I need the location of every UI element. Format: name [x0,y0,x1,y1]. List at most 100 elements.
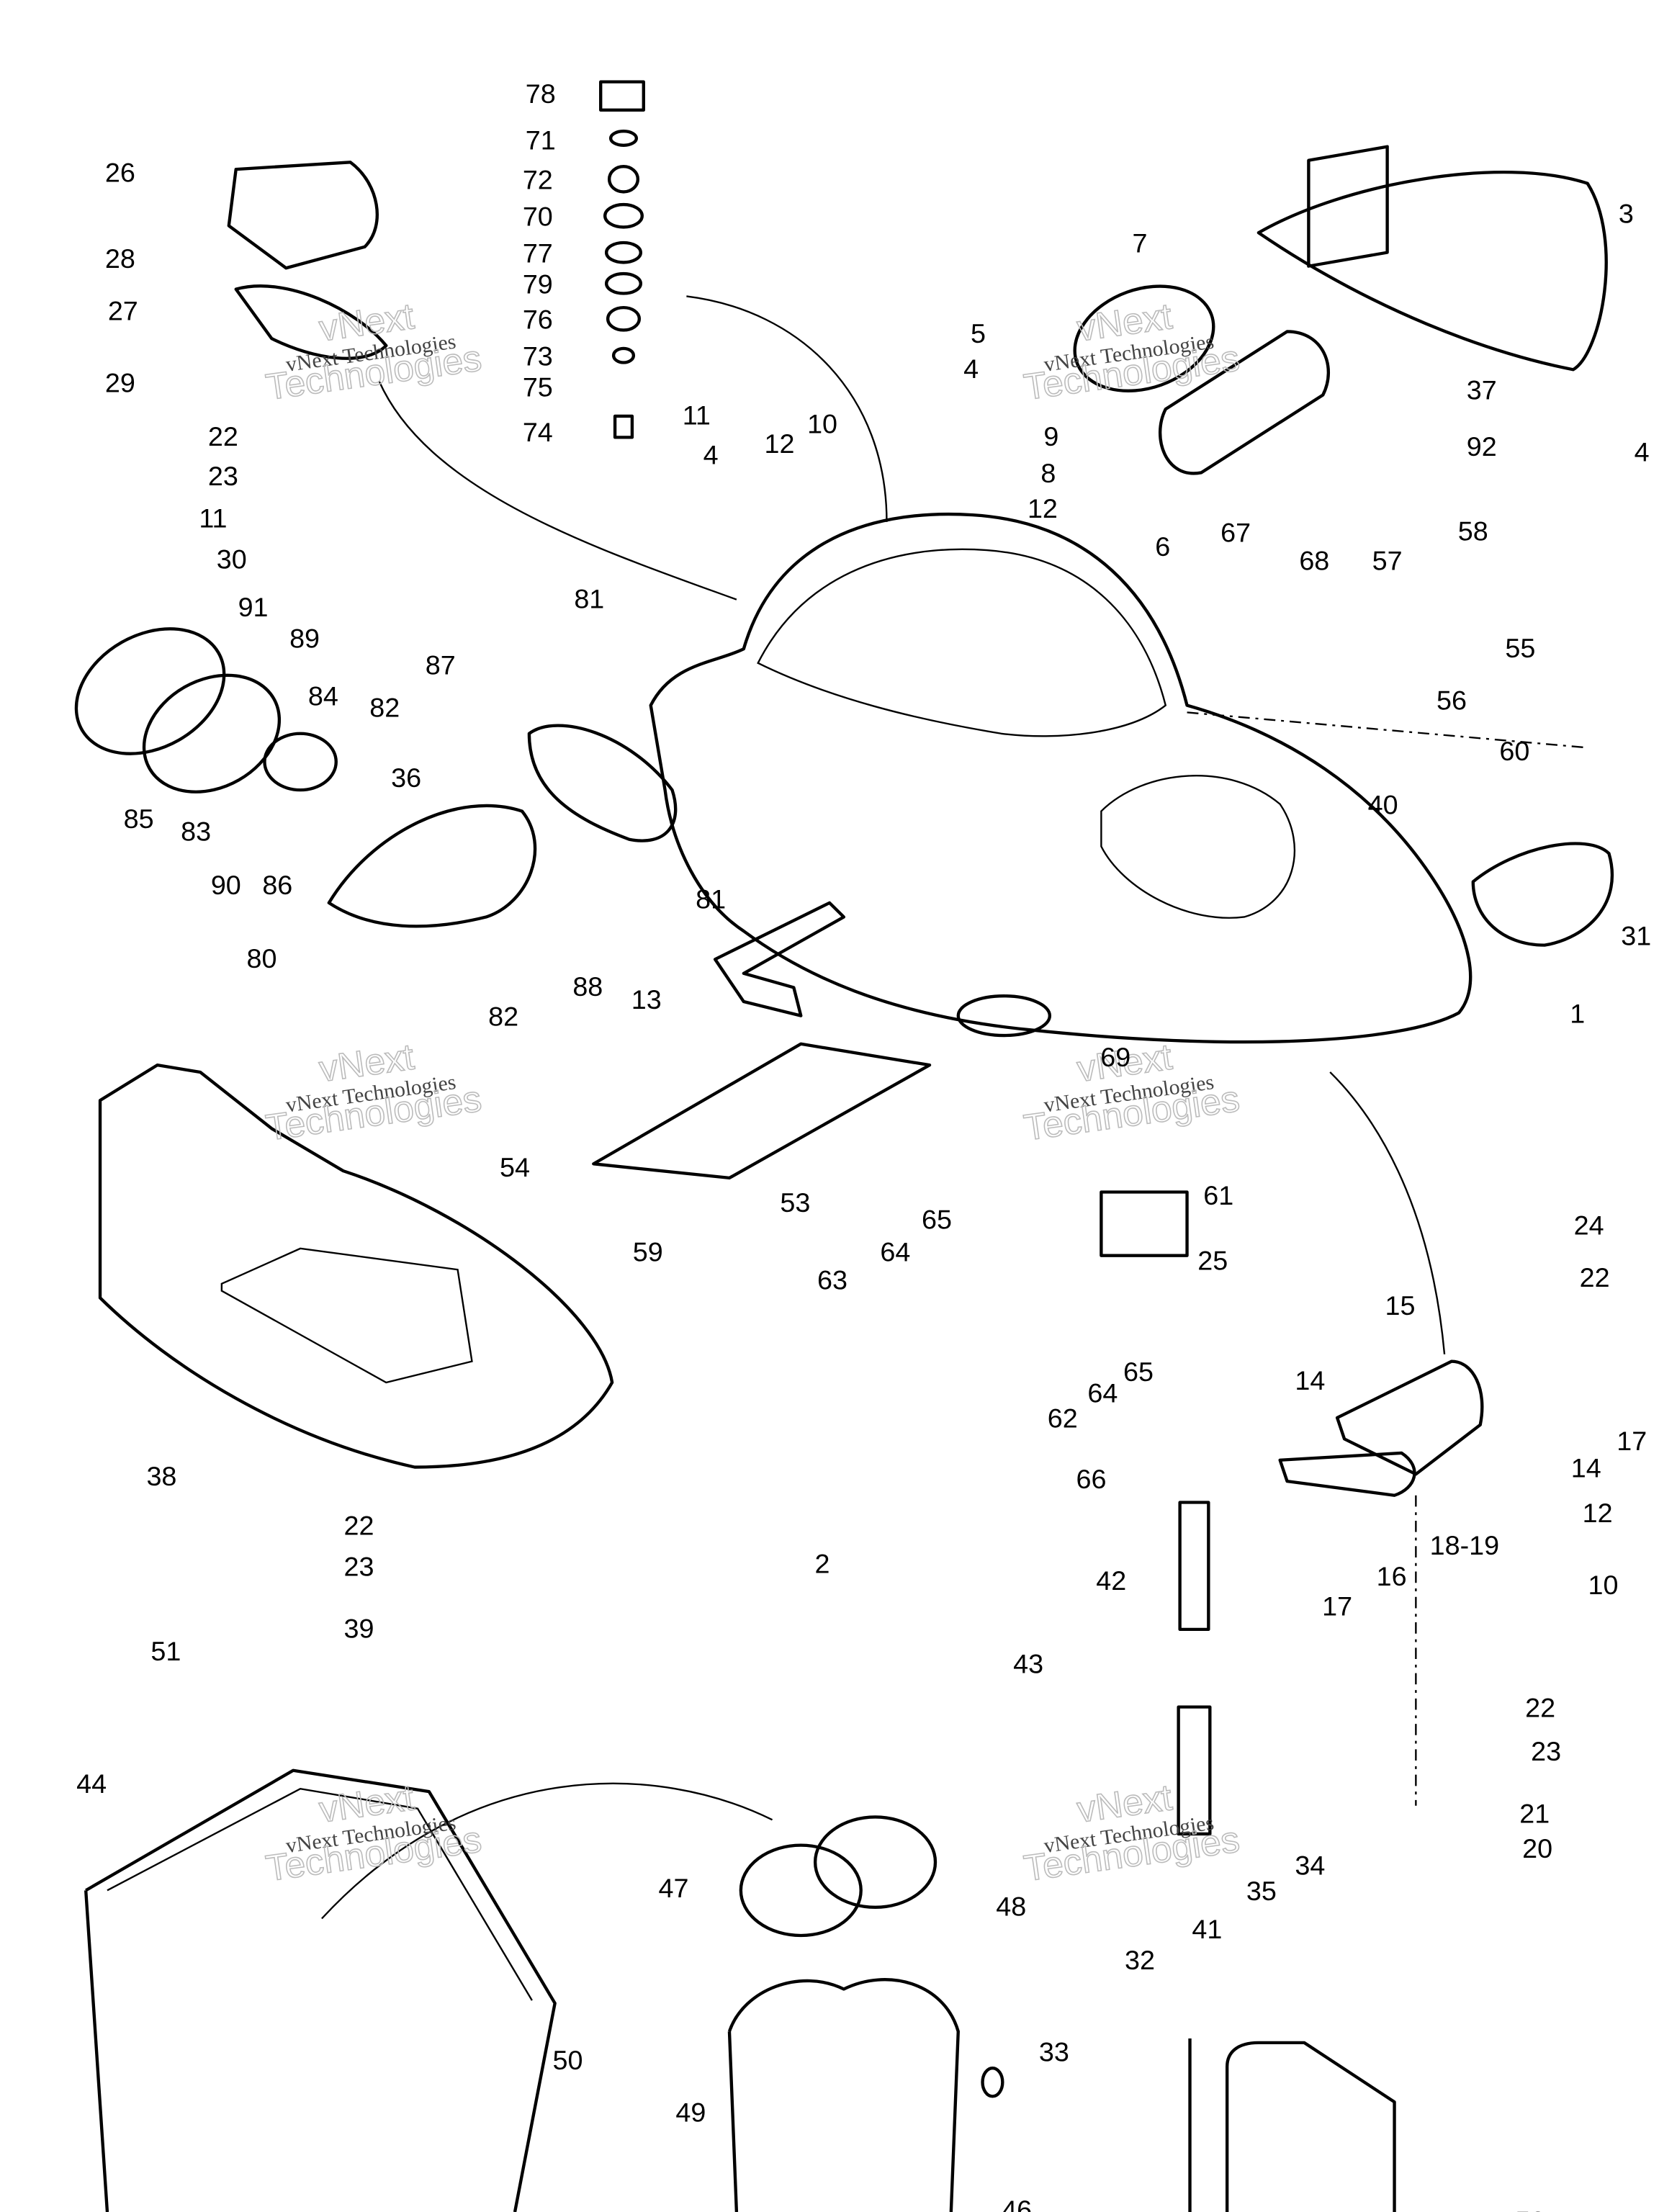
part-label: 81 [574,584,604,614]
part-label: 41 [1192,1914,1222,1944]
part-label: 75 [523,372,553,403]
part-label: 14 [1571,1452,1601,1483]
storage-bin-rim [107,1788,533,2001]
part-label: 39 [344,1614,374,1644]
part-label: 14 [1295,1365,1325,1395]
cap-part-48 [813,1815,938,1909]
windshield-part-3 [1256,170,1608,372]
part-label: 9 [1043,421,1058,451]
part-label: 4 [963,354,979,384]
part-label: 55 [1505,633,1535,663]
bracket-part-15 [1335,1359,1484,1476]
part-label: 12 [764,428,794,459]
part-label: 32 [1125,1945,1155,1975]
part-label: 6 [1155,531,1170,562]
module-part-61 [1100,1190,1189,1257]
part-label: 77 [523,238,553,269]
part-label: 68 [1299,546,1329,576]
vent-cover-part-85 [142,673,282,793]
gauge-housing-part-67 [1159,330,1330,475]
deck-storage-opening [1100,775,1296,919]
part-label: 5 [971,318,986,349]
part-label: 3 [1619,199,1634,229]
o-ring-part-91 [74,627,226,755]
part-label: 11 [683,400,711,431]
part-label: 73 [523,341,553,372]
part-label: 48 [996,1892,1026,1922]
grommet-part-69 [956,994,1052,1038]
part-label: 46 [1002,2195,1032,2212]
part-label: 70 [523,202,553,232]
part-label: 74 [523,417,553,447]
part-label: 36 [391,763,421,793]
part-label: 58 [1458,516,1488,547]
gauge-part-68 [1307,145,1389,268]
part-label: 18-19 [1430,1530,1499,1560]
part-label: 17 [1322,1591,1352,1621]
part-label: 79 [523,269,553,300]
part-label: 92 [1467,431,1497,462]
part-label: 63 [817,1265,848,1295]
cover-part-80 [327,804,537,928]
gauge-bezel-part-7 [1073,284,1215,392]
plate-part-54 [592,1042,932,1180]
tool-kit-part-52 [1225,2041,1396,2212]
part-label: 1 [1570,999,1585,1029]
part-label: 62 [1048,1403,1078,1434]
leader-arrow [321,1782,773,1920]
part-label: 23 [344,1552,374,1582]
part-label: 7 [1133,228,1148,258]
part-label: 82 [488,1002,518,1032]
part-label: 22 [208,421,238,451]
part-label: 28 [105,243,135,274]
part-label: 83 [181,817,211,847]
part-label: 13 [631,984,662,1015]
part-label: 76 [523,305,553,335]
vent-part-84 [263,732,338,792]
handle-part-13 [713,901,846,1017]
part-label: 21 [1519,1798,1550,1828]
part-label: 35 [1246,1876,1277,1906]
part-label: 64 [880,1237,910,1267]
part-label: 57 [1372,546,1403,576]
part-label: 50 [553,2045,583,2075]
part-label: 65 [1123,1357,1154,1387]
part-label: 24 [1574,1210,1604,1241]
key-stack [599,80,645,439]
part-label: 34 [1295,1851,1325,1881]
part-label: 64 [1087,1378,1118,1408]
part-label: 22 [1525,1693,1555,1723]
part-label: 22 [344,1511,374,1541]
deck-windshield-opening [757,548,1167,737]
part-label: 17 [1617,1426,1647,1456]
part-label: 81 [696,884,726,914]
part-label: 84 [308,681,338,711]
deck-part-1 [649,513,1473,1044]
part-label: 2 [815,1549,830,1579]
part-label: 90 [211,870,241,900]
part-label: 89 [289,623,320,653]
part-label: 47 [659,1873,689,1903]
leader-arrow [686,295,888,522]
part-label: 71 [526,125,556,156]
cover-part-31 [1471,842,1614,947]
part-drawings [74,80,1614,2212]
side-part-36 [527,724,678,842]
part-label: 44 [76,1768,107,1799]
part-label: 82 [369,692,400,722]
part-label: 26 [105,158,135,188]
part-label: 4 [1635,437,1650,467]
part-label: 88 [572,971,603,1002]
shock-part-41 [1177,1705,1212,1836]
part-label: 10 [807,409,837,439]
part-label: 53 [780,1187,810,1218]
part-label: 42 [1096,1565,1126,1596]
part-label: 61 [1203,1180,1233,1210]
part-label: 86 [262,870,292,900]
part-label: 4 [703,440,719,470]
leader-arrow [1329,1071,1446,1354]
part-label: 29 [105,368,135,398]
part-label: 20 [1522,1833,1552,1863]
part-label: 54 [500,1152,530,1182]
